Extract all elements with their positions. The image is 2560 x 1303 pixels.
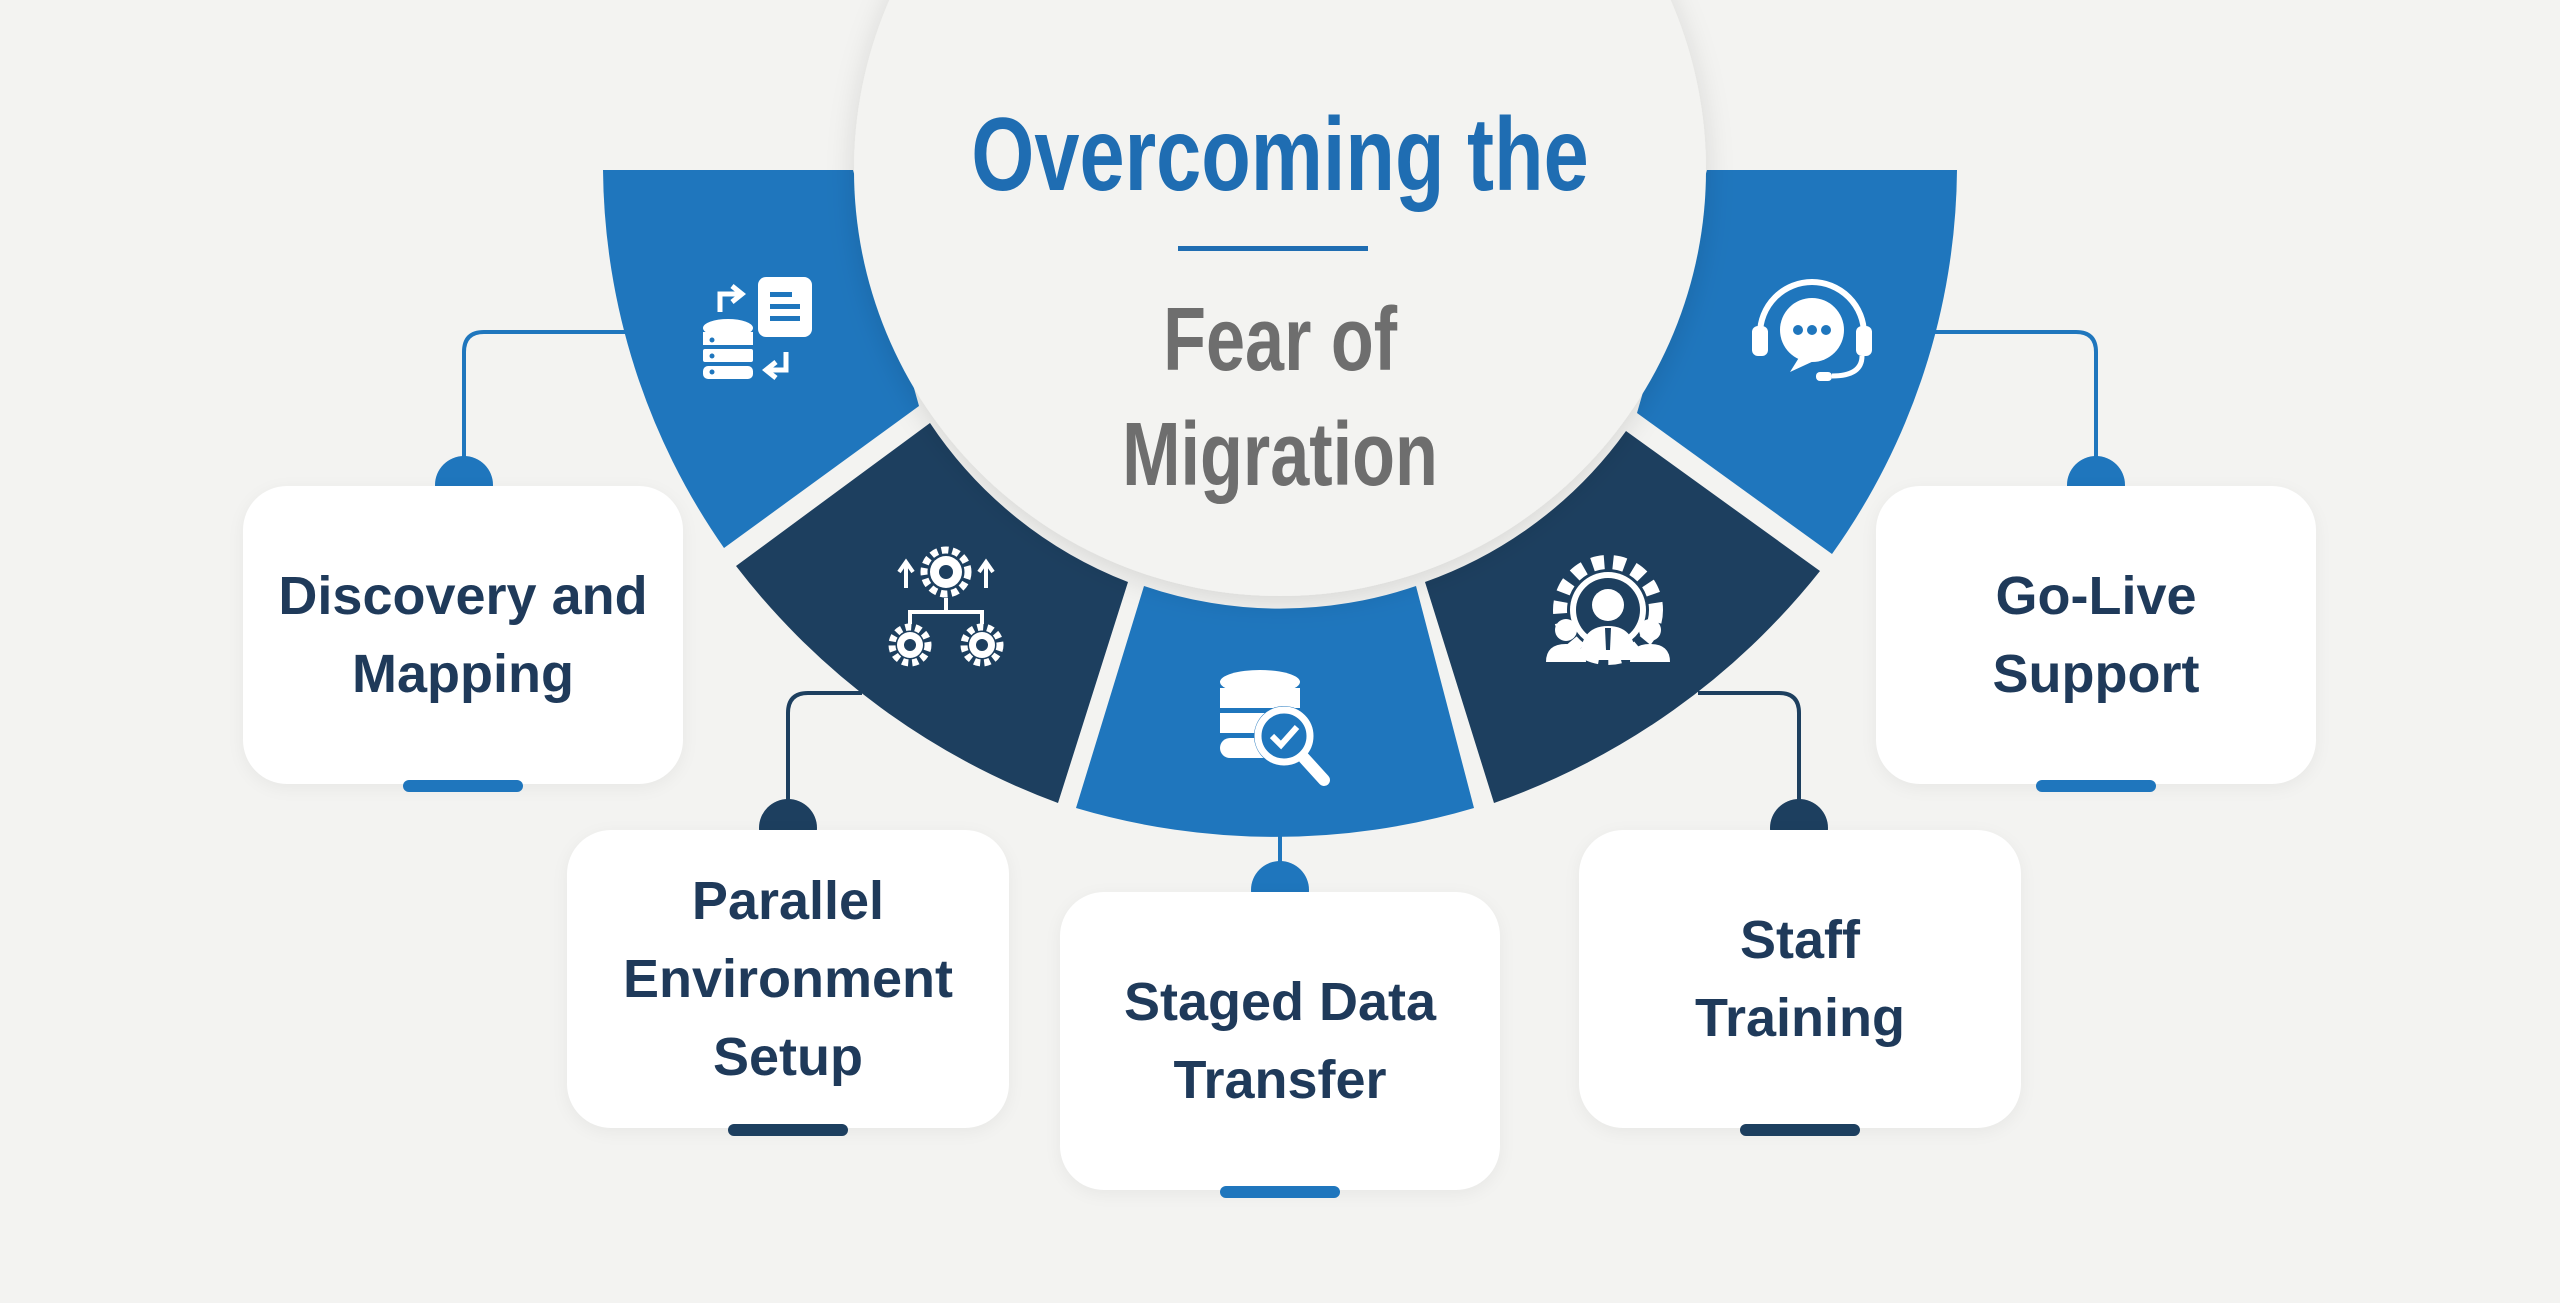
accent-bar <box>728 1124 848 1136</box>
headset-chat-icon <box>1752 279 1872 381</box>
step-label: Staged Data Transfer <box>1123 972 1437 1110</box>
card-discovery-and-mapping: Discovery and Mapping <box>243 486 683 792</box>
accent-bar <box>1740 1124 1860 1136</box>
title-line-2: Fear of <box>1163 290 1398 390</box>
card-staff-training: Staff Training <box>1579 830 2021 1136</box>
center-circle <box>854 0 1706 596</box>
step-label: Staff Training <box>1694 910 1905 1048</box>
accent-bar <box>2036 780 2156 792</box>
connector-training <box>1698 691 1801 828</box>
card-staged-data-transfer: Staged Data Transfer <box>1060 892 1500 1198</box>
title-divider <box>1178 246 1368 251</box>
segment-discovery <box>603 170 919 548</box>
step-label: Parallel Environment Setup <box>622 871 954 1087</box>
accent-bar <box>403 780 523 792</box>
connectors <box>462 330 2098 890</box>
accent-bar <box>1220 1186 1340 1198</box>
step-label: Discovery and Mapping <box>278 566 648 704</box>
gears-hierarchy-icon <box>888 546 1004 667</box>
database-document-sync-icon <box>703 277 812 380</box>
segments <box>603 170 1957 837</box>
card-go-live-support: Go-Live Support <box>1876 486 2316 792</box>
database-search-check-icon <box>1220 670 1330 786</box>
title-line-3: Migration <box>1122 405 1438 505</box>
team-gear-icon <box>1546 555 1670 665</box>
card-parallel-environment-setup: Parallel Environment Setup <box>567 830 1009 1136</box>
title-line-1: Overcoming the <box>971 96 1588 212</box>
step-label: Go-Live Support <box>1992 566 2200 704</box>
center-title: Overcoming the Fear of Migration <box>971 96 1588 505</box>
connector-parallel <box>786 691 862 828</box>
connector-discovery <box>462 330 625 485</box>
connector-golive <box>1935 330 2098 485</box>
